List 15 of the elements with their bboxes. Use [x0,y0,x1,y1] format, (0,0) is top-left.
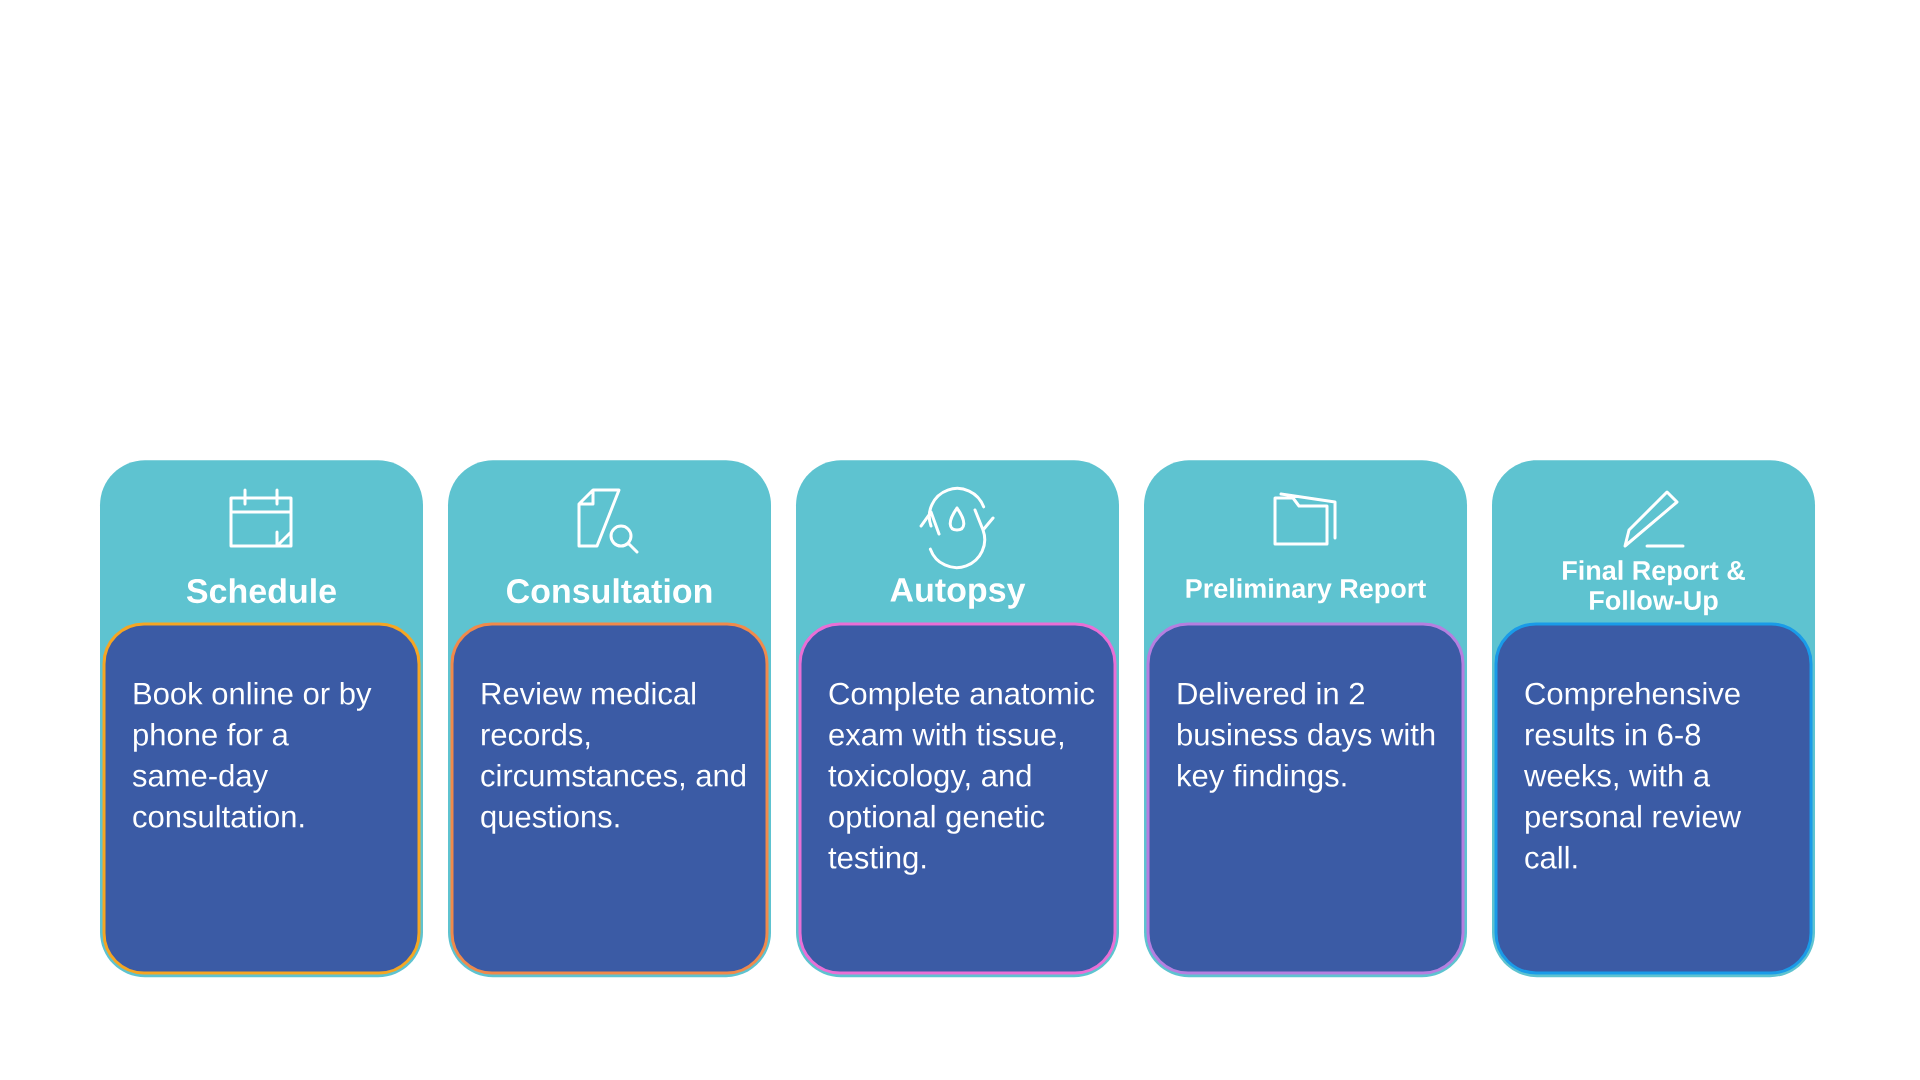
description-text: Delivered in 2 business days with key findings. [1178,681,1435,793]
step-heading: Autopsy [890,578,1026,609]
step-heading: Consultation [507,578,712,604]
step-heading: Schedule [186,578,336,604]
description-text: Review medical records, circumstances, and questions. [481,681,745,834]
description-box [450,622,769,975]
step-heading: Final Report & Follow-Up [1563,560,1745,616]
description-text: Complete anatomic exam with tissue, toxicology, and optional genetic testing. [828,681,1095,875]
description-box [798,622,1117,975]
description-box [1494,622,1813,975]
description-box [102,622,421,975]
description-box [1146,622,1465,975]
step-heading: Preliminary Report [1186,578,1426,604]
description-text: Comprehensive results in 6-8 weeks, with a personal review call. [1523,681,1742,869]
description-text: Book online or by phone for a same-day consultation. [132,681,372,828]
